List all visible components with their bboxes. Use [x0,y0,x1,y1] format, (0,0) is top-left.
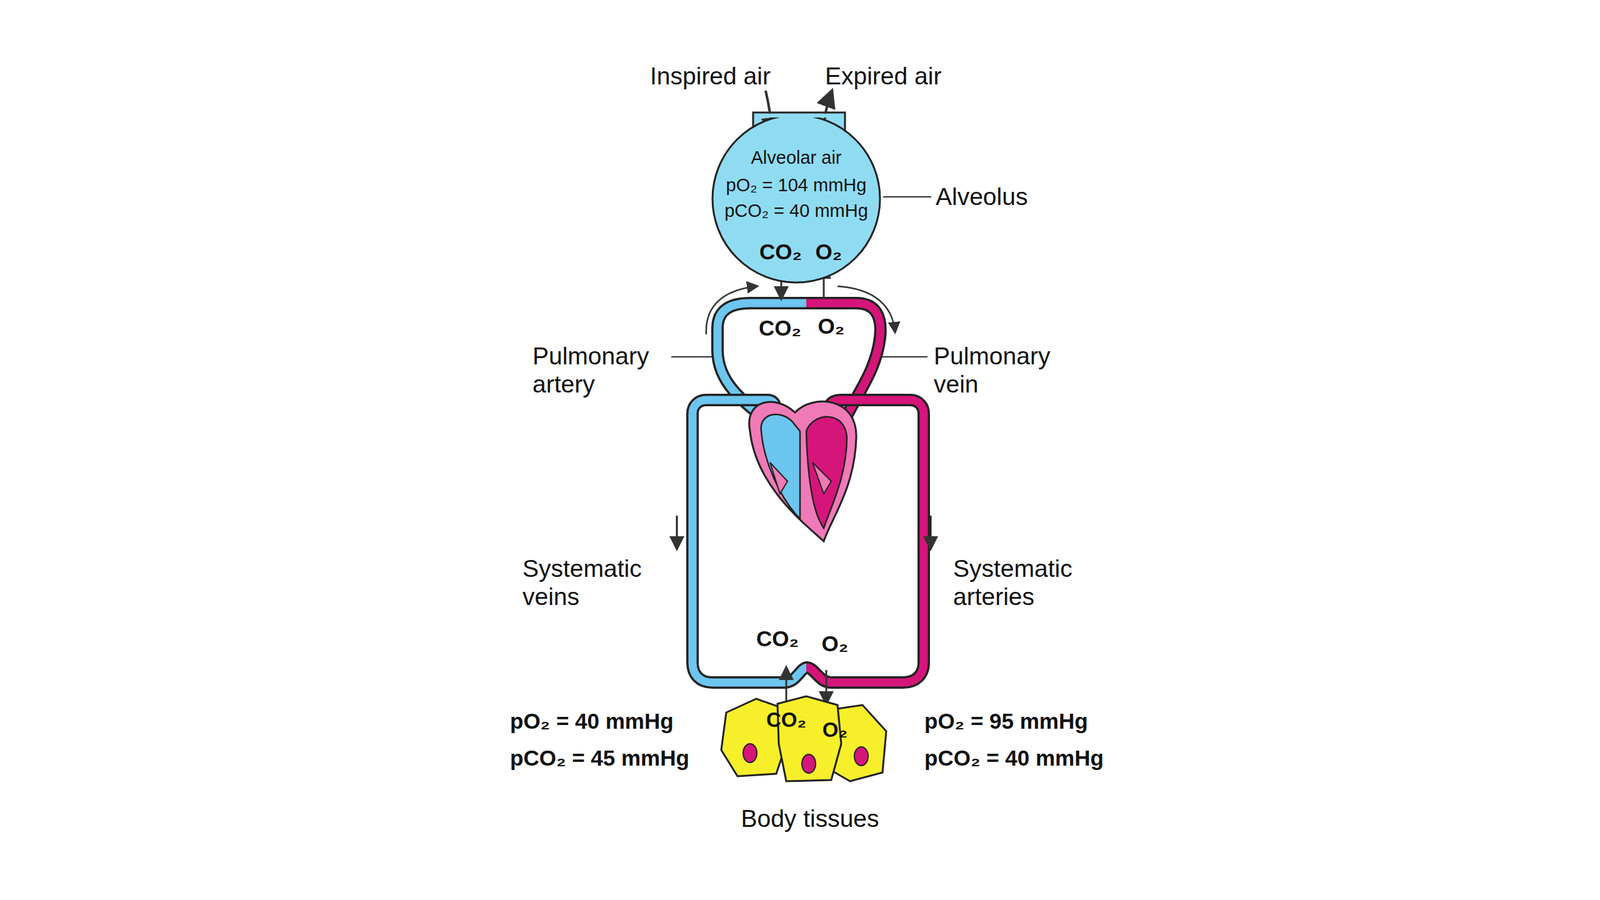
gas-label: O₂ [815,239,843,265]
gas-arrow [825,670,828,703]
part-name: Pulmonary artery [532,342,677,399]
gas-label: CO₂ [758,315,802,341]
gas-label: CO₂ [756,626,799,652]
body-tissues: CO₂ O₂ Body tissues [718,693,907,835]
flow-arrow [930,515,932,548]
gas-label: O₂ [818,313,845,339]
cell-nucleus [801,754,816,774]
air-label: Inspired air [650,62,771,91]
part-name: Pulmonary vein [933,342,1078,399]
gas-label: O₂ [821,631,849,657]
partial-pressure: pO₂ = 40 mmHg [510,708,674,734]
partial-pressure: pCO₂ = 45 mmHg [510,745,690,771]
partial-pressure: pO₂ = 104 mmHg [726,175,867,196]
systemic-vein-vessel [692,400,808,683]
cell-nucleus [854,746,869,766]
gas-label: CO₂ [766,708,807,732]
systemic-vein-vessel [692,400,808,683]
cell-nucleus [743,743,757,763]
partial-pressure: pCO₂ = 40 mmHg [924,745,1104,771]
flow-arrow [837,286,895,332]
leader-line [881,356,928,358]
part-name: Alveolus [935,183,1028,212]
flow-arrow [706,286,757,335]
leader-line [671,356,715,358]
gas-arrow [785,668,788,704]
heart [749,401,857,542]
tissue-heading: Body tissues [740,805,879,834]
air-label: Expired air [825,62,942,91]
alveolus-heading: Alveolar air [750,147,842,169]
gas-label: O₂ [822,718,848,742]
alveolus-opening [754,113,844,118]
part-name: Systematic arteries [953,555,1104,612]
alveolus-outline [712,115,880,283]
partial-pressure: pCO₂ = 40 mmHg [724,200,869,222]
gas-label: CO₂ [759,239,802,265]
part-name: Systematic veins [522,555,673,612]
partial-pressure: pO₂ = 95 mmHg [924,708,1089,734]
alveolus-circle: Alveolar air pO₂ = 104 mmHg pCO₂ = 40 mmHg… [711,113,882,284]
flow-arrow [676,515,679,548]
leader-line [883,196,932,198]
